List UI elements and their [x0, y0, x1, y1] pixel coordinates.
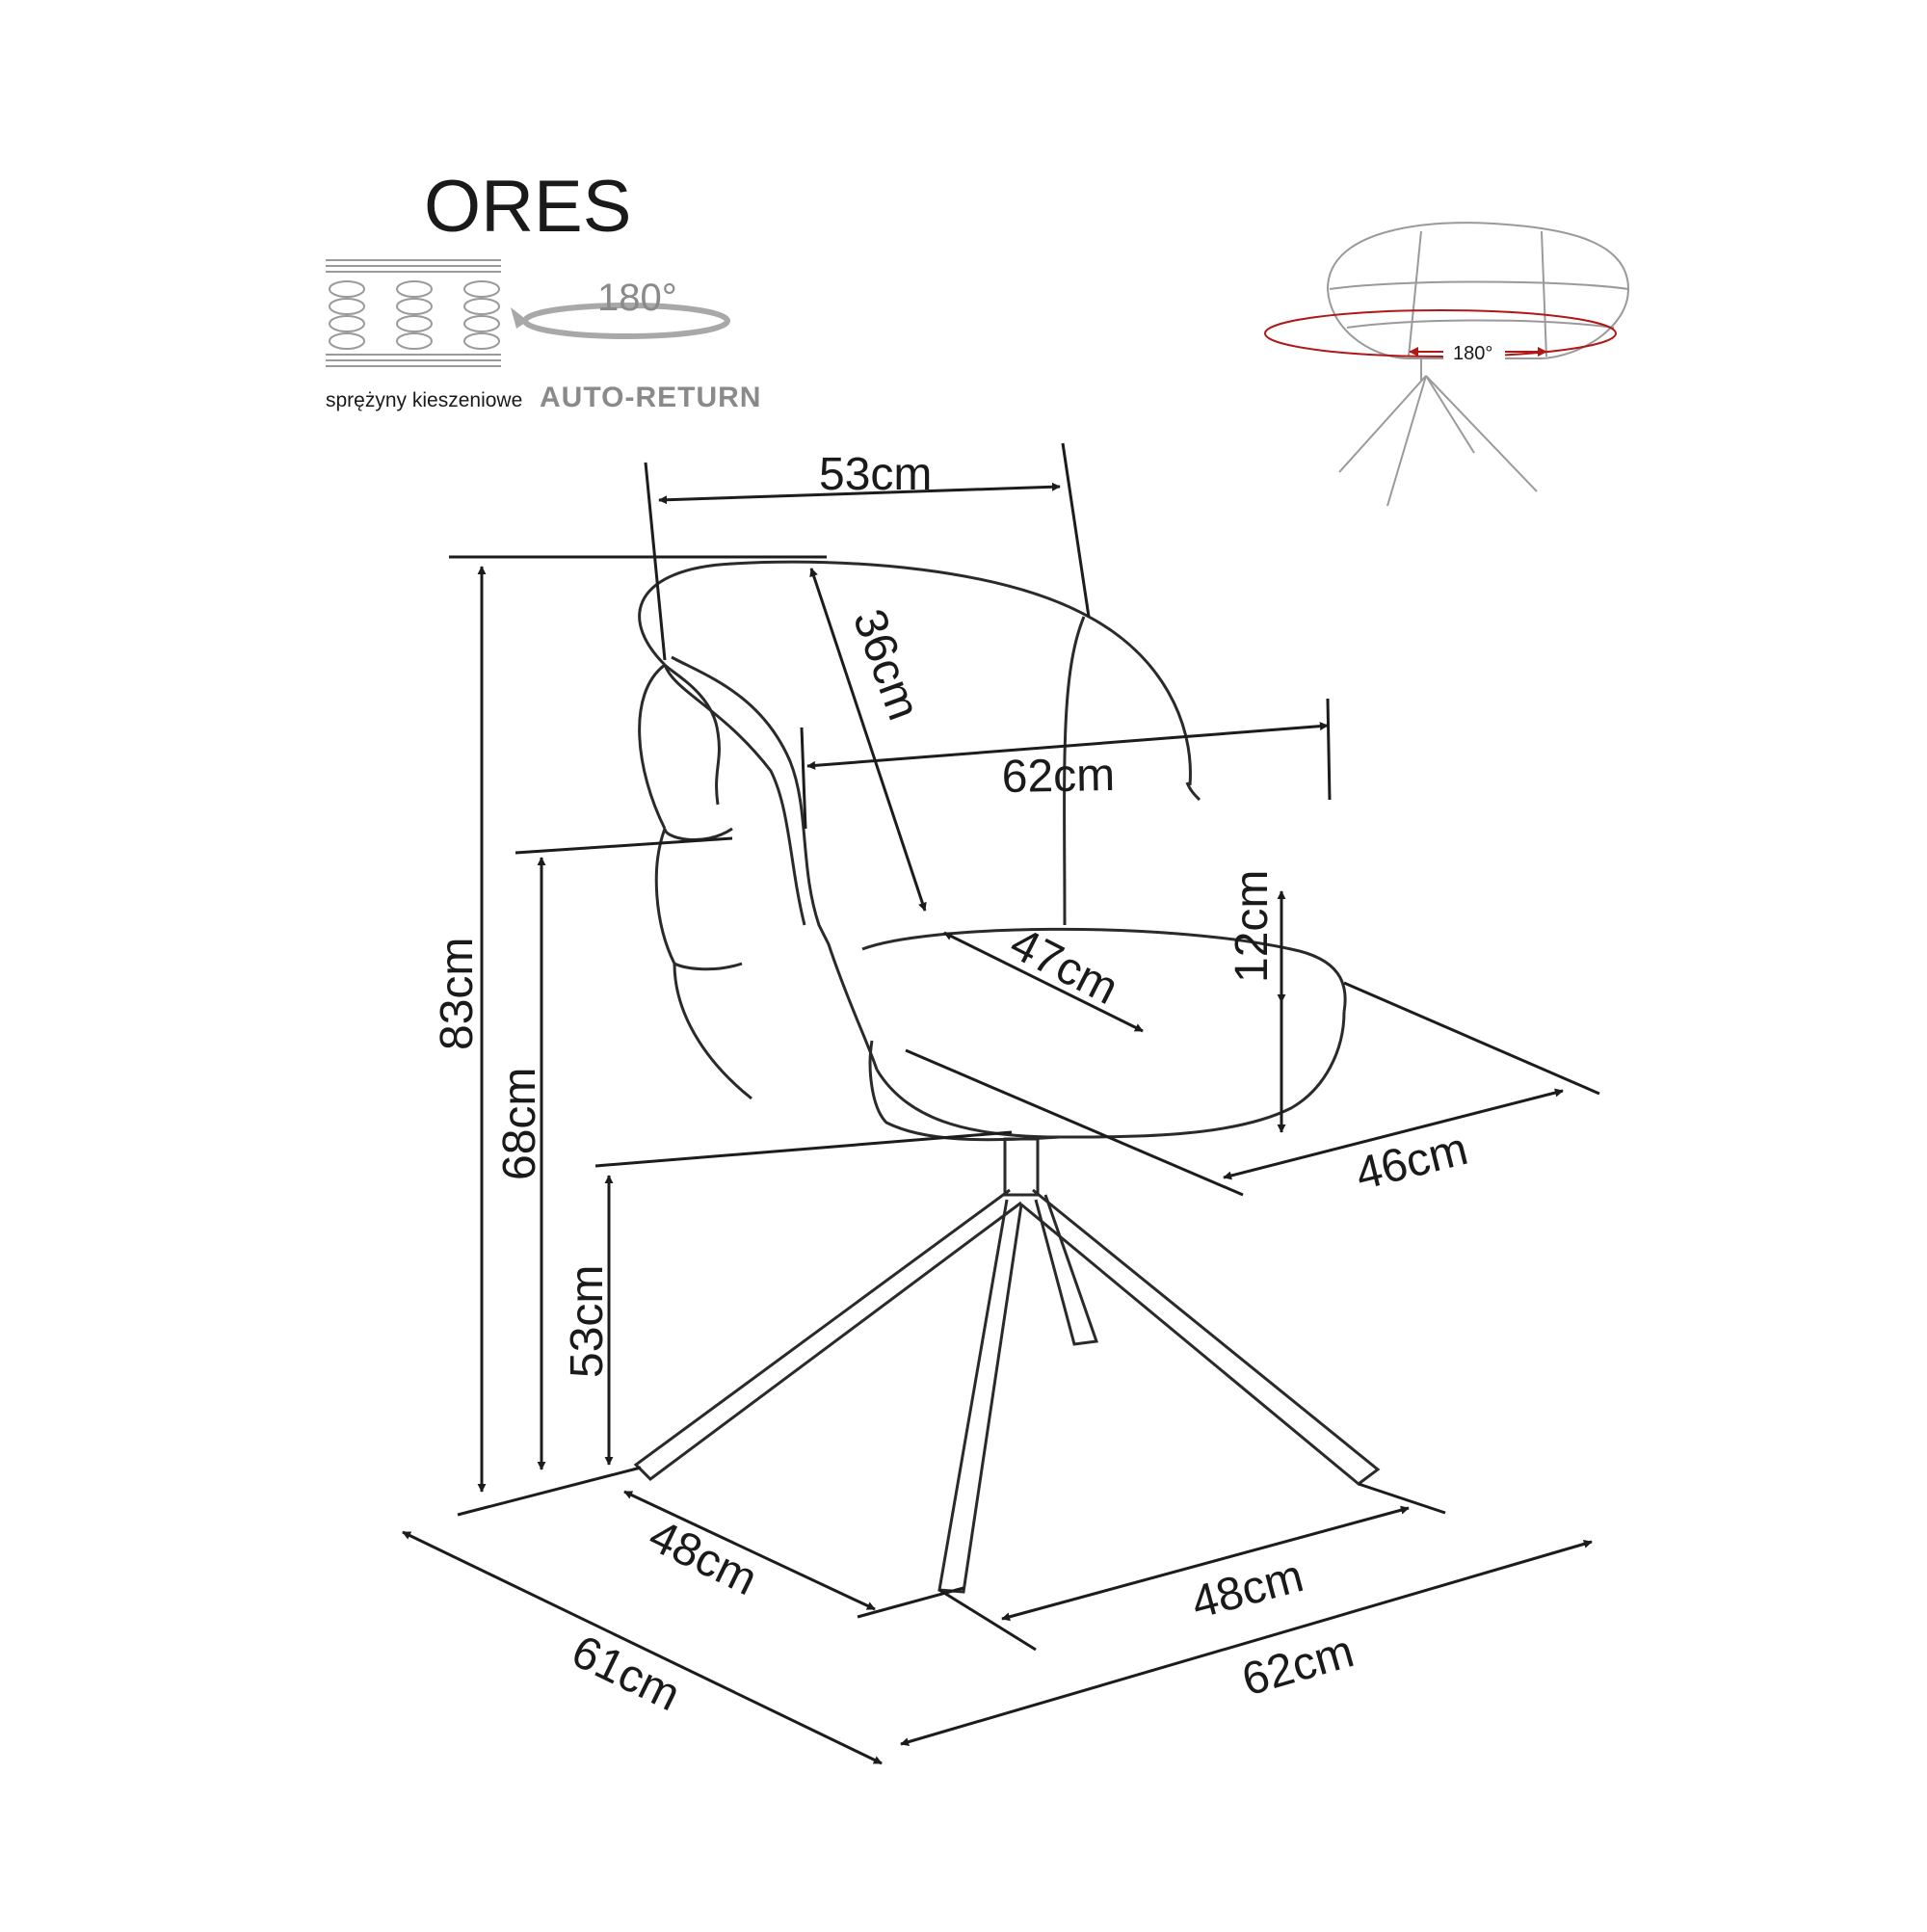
dim-backrest-top-width: 53cm	[819, 449, 932, 500]
dim-footprint-width: 62cm	[1236, 1626, 1359, 1706]
preview-label-bg	[1443, 339, 1505, 364]
dim-seat-width: 46cm	[1351, 1124, 1473, 1201]
product-title: ORES	[424, 166, 631, 248]
preview-rotation-label: 180°	[1453, 343, 1492, 364]
dim-backrest-depth: 36cm	[843, 603, 930, 727]
dim-overall-width-upper: 62cm	[1001, 750, 1115, 803]
dim-seat-depth: 47cm	[1002, 918, 1126, 1016]
auto-return-caption: AUTO-RETURN	[540, 382, 761, 413]
dimension-lines	[402, 442, 1600, 1765]
dim-armrest-height: 12cm	[1227, 870, 1278, 983]
dim-overall-height: 83cm	[432, 938, 483, 1050]
auto-return-icon	[511, 303, 730, 339]
rotation-preview	[1264, 222, 1630, 507]
pocket-springs-icon	[326, 259, 501, 367]
chair-outline	[633, 560, 1381, 1594]
rotation-degrees: 180°	[597, 277, 677, 319]
dim-armrest-floor-height: 68cm	[494, 1068, 545, 1180]
dim-base-depth: 48cm	[641, 1510, 765, 1605]
dim-seat-height: 53cm	[562, 1265, 613, 1378]
springs-caption: sprężyny kieszeniowe	[326, 389, 522, 411]
